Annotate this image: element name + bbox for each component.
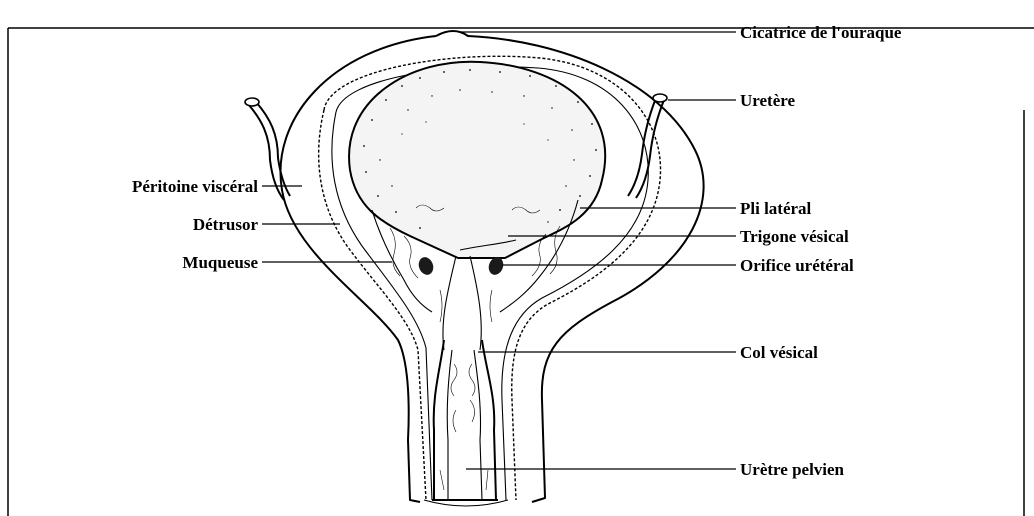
label-orifice: Orifice urétéral xyxy=(740,256,854,275)
label-col: Col vésical xyxy=(740,343,818,362)
trigone-central xyxy=(443,256,481,350)
ureter-left-opening xyxy=(245,98,259,106)
label-peritoine: Péritoine viscéral xyxy=(132,177,258,196)
label-pli-lateral: Pli latéral xyxy=(740,199,812,218)
urethra-left-wall xyxy=(434,340,444,500)
label-uretere: Uretère xyxy=(740,91,796,110)
bladder-lumen xyxy=(349,62,605,258)
bladder-illustration xyxy=(245,31,704,506)
label-detrusor: Détrusor xyxy=(193,215,259,234)
urethra-right-wall xyxy=(482,340,496,500)
ureteral-orifice-left xyxy=(416,255,435,277)
label-trigone: Trigone vésical xyxy=(740,227,849,246)
label-cicatrice: Cicatrice de l'ouraque xyxy=(740,23,902,42)
label-uretre: Urètre pelvien xyxy=(740,460,845,479)
urethra-lumen-right xyxy=(474,350,482,500)
ureter-left-inner xyxy=(256,102,290,196)
label-muqueuse: Muqueuse xyxy=(182,253,258,272)
ureter-right-opening xyxy=(653,94,667,102)
urethra-lumen-left xyxy=(447,350,452,500)
